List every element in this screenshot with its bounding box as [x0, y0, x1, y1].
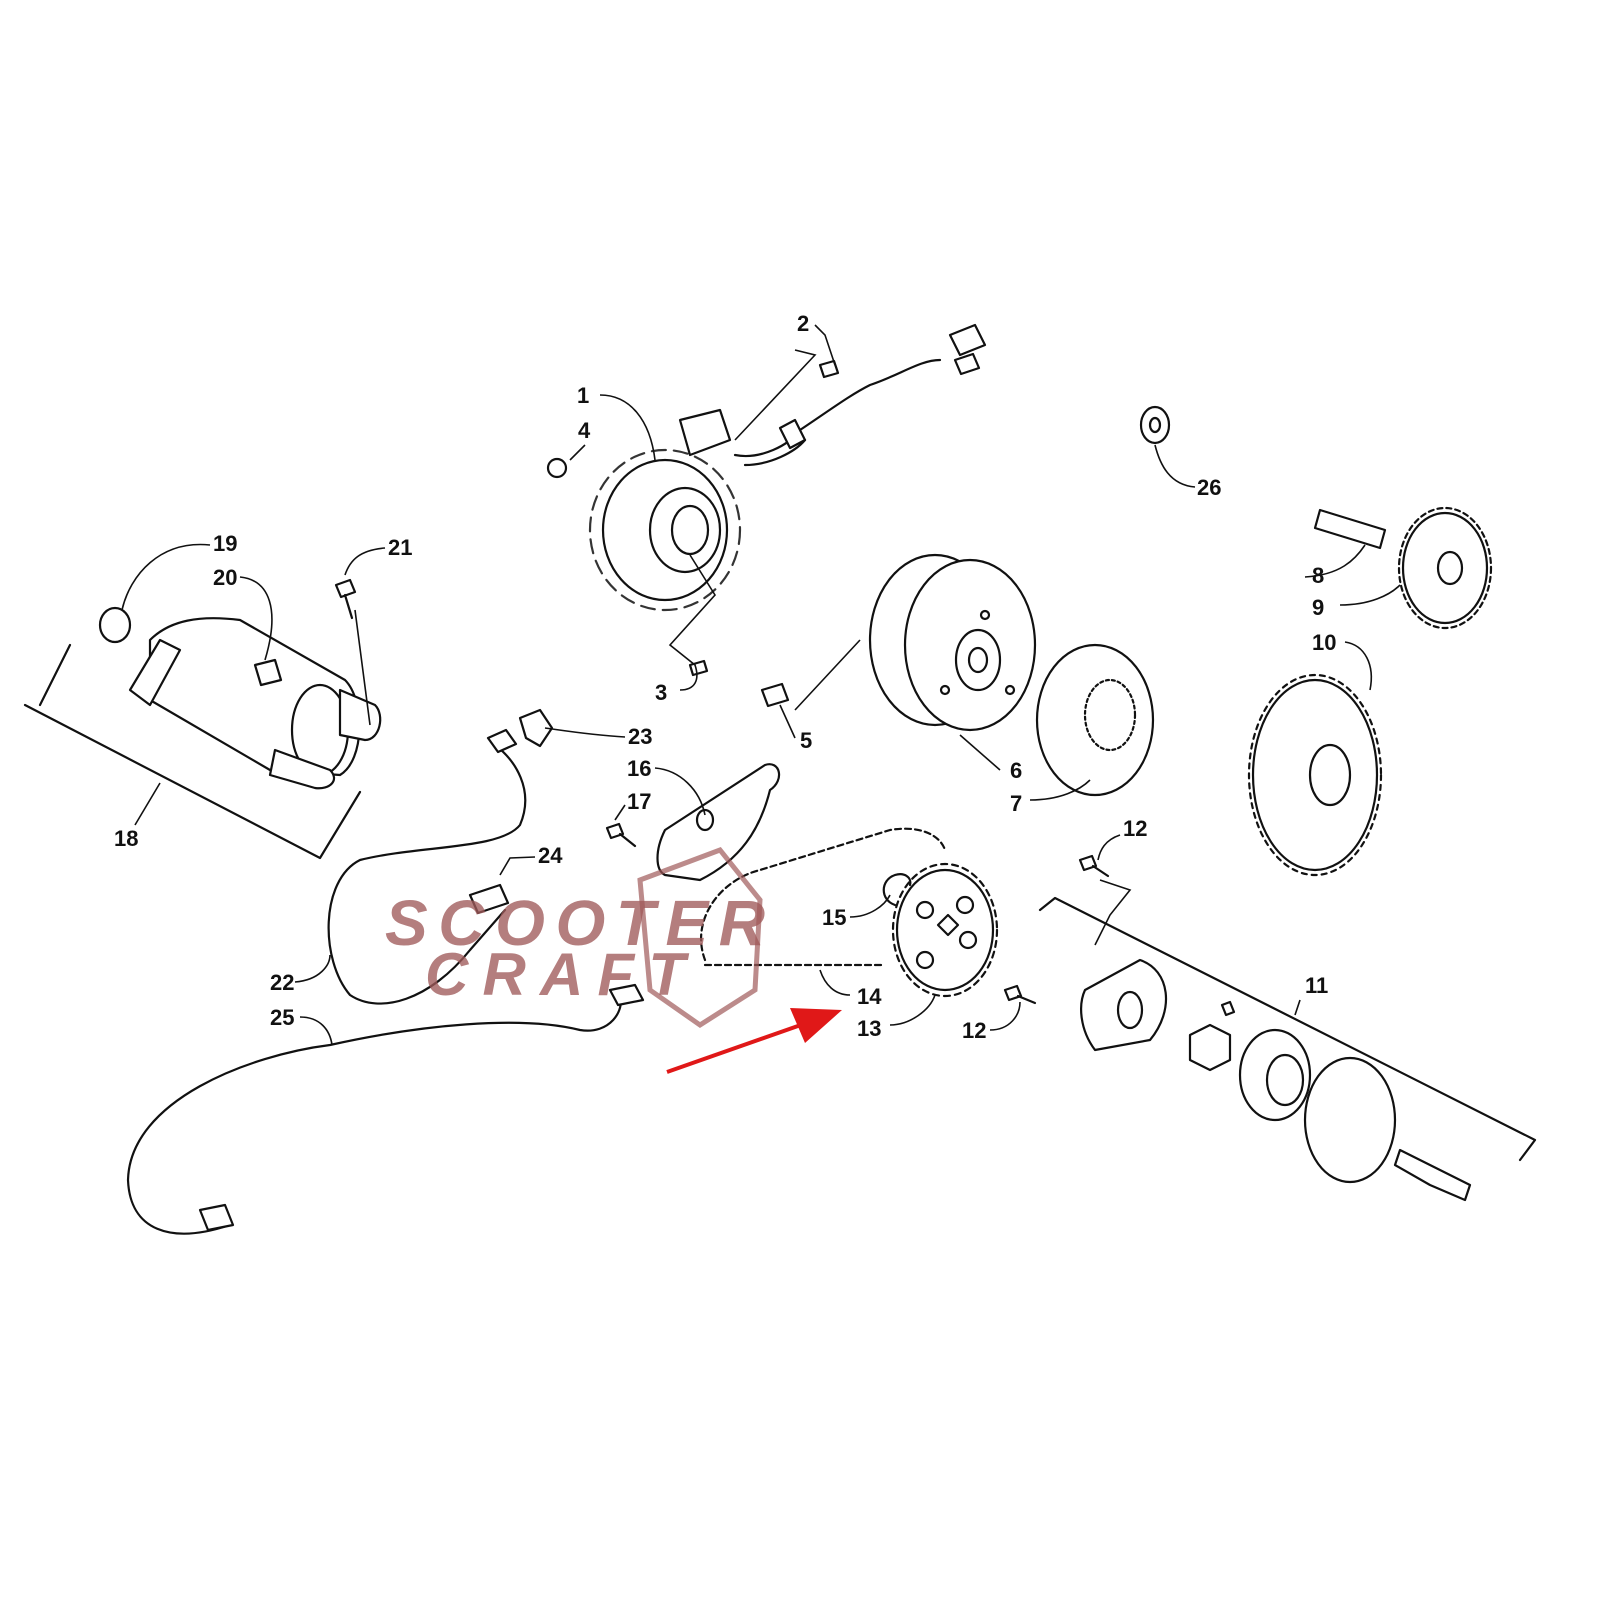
callout-6: 6 [1010, 758, 1022, 783]
callout-12b: 12 [962, 1018, 986, 1043]
svg-text:CRAFT: CRAFT [425, 941, 689, 1008]
callout-9: 9 [1312, 595, 1324, 620]
callout-21: 21 [388, 535, 412, 560]
callout-17: 17 [627, 789, 651, 814]
callout-25: 25 [270, 1005, 294, 1030]
sprocket-part [891, 862, 999, 998]
cables-part [126, 708, 645, 1235]
small-fasteners [98, 359, 1387, 1005]
callout-13: 13 [857, 1016, 881, 1041]
leader-lines [121, 324, 1401, 1046]
svg-text:SCOOTER: SCOOTER [385, 887, 765, 959]
starter-motor-part [23, 617, 382, 860]
chain-guide-part [656, 763, 781, 882]
stator-part [588, 323, 987, 612]
callout-24: 24 [538, 843, 563, 868]
callout-5: 5 [800, 728, 812, 753]
starter-clutch-part [1035, 643, 1155, 797]
callout-26: 26 [1197, 475, 1221, 500]
callout-19: 19 [213, 531, 237, 556]
callout-7: 7 [1010, 791, 1022, 816]
callout-23: 23 [628, 724, 652, 749]
idle-gear-part [1397, 506, 1493, 630]
callout-1: 1 [577, 383, 589, 408]
callout-12a: 12 [1123, 816, 1147, 841]
callout-11: 11 [1305, 973, 1328, 998]
callout-labels: 1 2 3 4 5 6 7 8 9 10 11 12 12 13 14 15 1… [114, 311, 1336, 1043]
callout-18: 18 [114, 826, 138, 851]
callout-10: 10 [1312, 630, 1336, 655]
highlight-arrow [666, 1008, 842, 1074]
oil-pump-part [1038, 879, 1537, 1202]
callout-8: 8 [1312, 563, 1324, 588]
flywheel-part [868, 553, 1037, 732]
callout-16: 16 [627, 756, 651, 781]
callout-20: 20 [213, 565, 237, 590]
callout-22: 22 [270, 970, 294, 995]
callout-4: 4 [578, 418, 591, 443]
callout-2: 2 [797, 311, 809, 336]
callout-14: 14 [857, 984, 882, 1009]
chain-part [699, 827, 947, 967]
callout-15: 15 [822, 905, 846, 930]
driven-gear-part [1247, 673, 1383, 877]
callout-3: 3 [655, 680, 667, 705]
